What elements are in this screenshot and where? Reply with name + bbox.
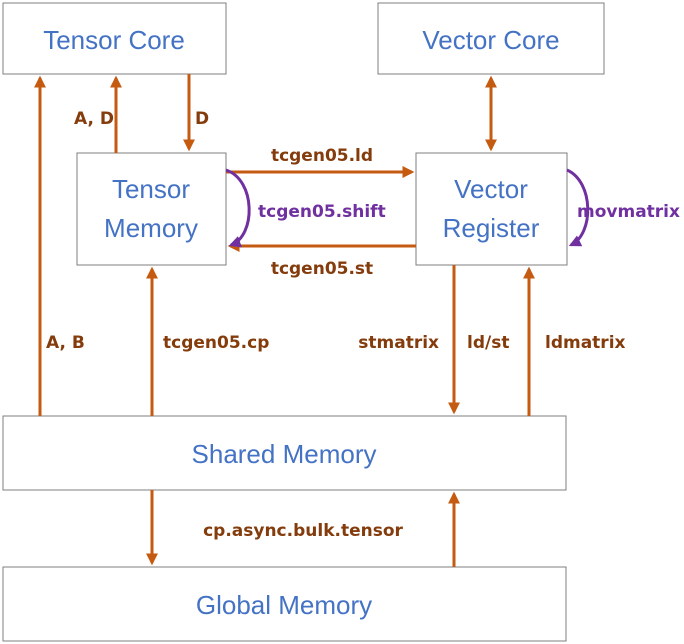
edge-label-ldmatrix: ldmatrix bbox=[545, 333, 626, 353]
shared-memory-node: Shared Memory bbox=[2, 415, 567, 491]
edge-label-ab: A, B bbox=[46, 333, 85, 353]
vector-core-node: Vector Core bbox=[377, 2, 605, 75]
edge-label-d: D bbox=[195, 109, 209, 129]
vector-register-label-line1: Vector bbox=[454, 174, 528, 204]
edge-label-ad: A, D bbox=[74, 109, 114, 129]
edge-label-movmatrix: movmatrix bbox=[577, 202, 680, 222]
tensor-memory-node: Tensor Memory bbox=[76, 152, 227, 266]
global-memory-node: Global Memory bbox=[2, 566, 567, 642]
vector-register-node: Vector Register bbox=[415, 152, 568, 266]
tensor-core-node: Tensor Core bbox=[2, 2, 227, 75]
tensor-memory-label-line1: Tensor bbox=[112, 174, 190, 204]
shared-memory-label: Shared Memory bbox=[192, 439, 377, 469]
edge-label-tcgen05-st: tcgen05.st bbox=[271, 259, 373, 279]
arrow-tcgen05-shift bbox=[225, 168, 251, 248]
tensor-core-label: Tensor Core bbox=[43, 25, 185, 55]
vector-register-label-line2: Register bbox=[443, 213, 540, 243]
edge-label-ldst: ld/st bbox=[467, 333, 509, 353]
edge-label-tcgen05-cp: tcgen05.cp bbox=[163, 333, 269, 353]
edge-label-cp-async-bulk-tensor: cp.async.bulk.tensor bbox=[203, 521, 403, 541]
edge-label-stmatrix: stmatrix bbox=[358, 333, 439, 353]
tensor-memory-label-line2: Memory bbox=[104, 213, 198, 243]
vector-core-label: Vector Core bbox=[422, 25, 559, 55]
edge-label-tcgen05-shift: tcgen05.shift bbox=[258, 202, 386, 222]
edge-label-tcgen05-ld: tcgen05.ld bbox=[271, 146, 373, 166]
global-memory-label: Global Memory bbox=[196, 590, 372, 620]
arrow-movmatrix bbox=[566, 168, 590, 247]
